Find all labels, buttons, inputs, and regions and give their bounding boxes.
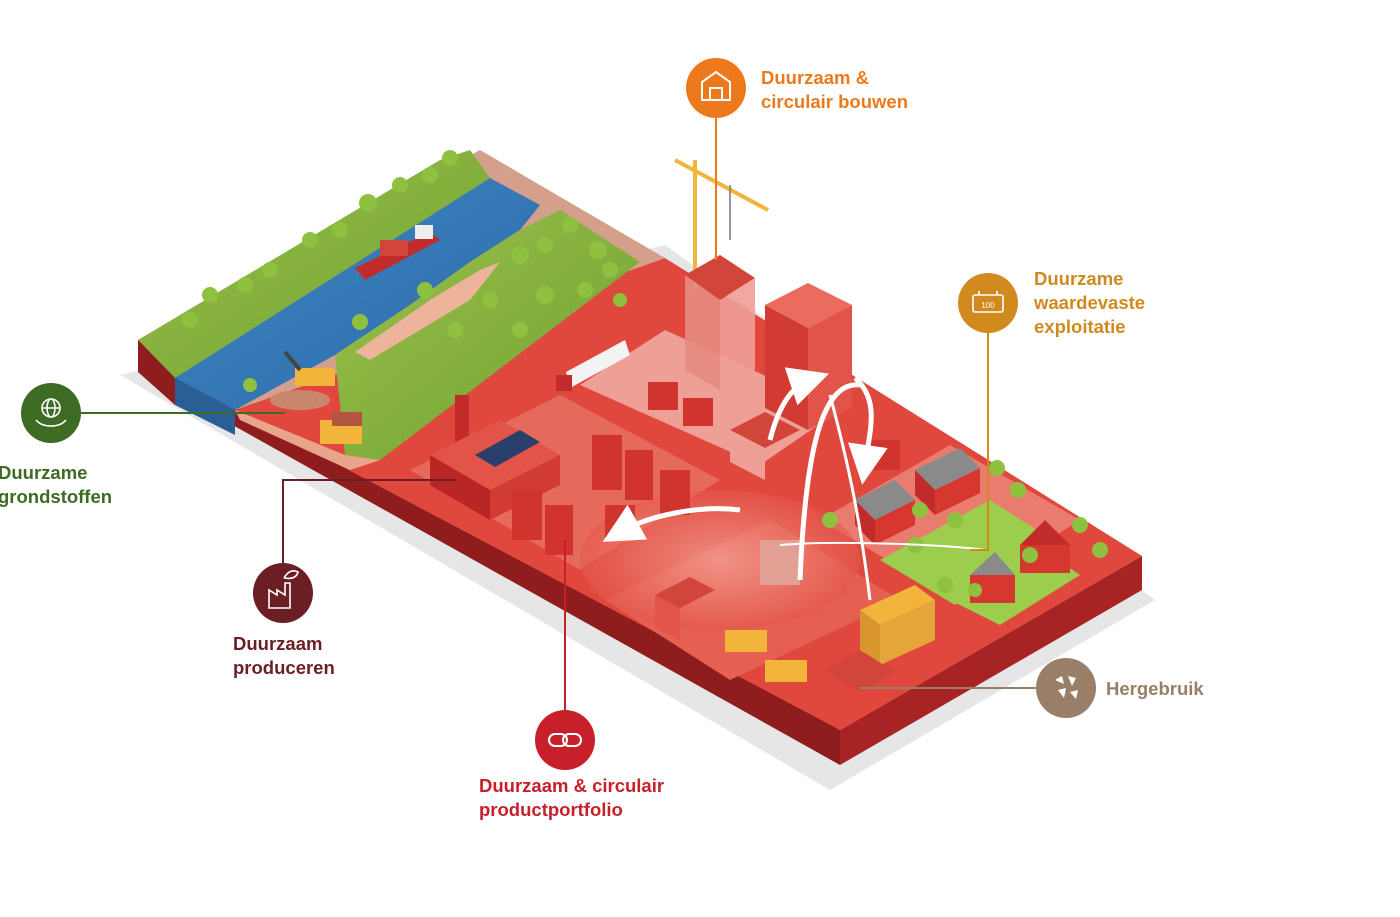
icon-produceren (253, 563, 313, 623)
trees (182, 150, 627, 392)
dump-truck (320, 412, 362, 444)
label-line: Duurzame (0, 462, 88, 483)
icon-exploitatie: 100 (958, 273, 1018, 333)
small-house-construction (730, 412, 800, 480)
label-line: Duurzame (1034, 268, 1124, 289)
construction-building (685, 255, 755, 390)
circular-chain-icon (548, 733, 582, 747)
label-bouwen: Duurzaam & circulair bouwen (761, 66, 908, 114)
factory (430, 395, 560, 520)
icon-grondstoffen (21, 383, 81, 443)
label-line: waardevaste (1034, 292, 1146, 313)
landscape-river-area (138, 150, 640, 470)
icon-hergebruik (1036, 658, 1096, 718)
label-line: Hergebruik (1106, 678, 1204, 699)
demolition-zone (655, 540, 935, 692)
rubble-icon (1055, 676, 1078, 699)
label-line: Duurzaam & (761, 67, 869, 88)
house-trees (822, 460, 1108, 597)
cargo-ship (355, 225, 440, 280)
label-line: exploitatie (1034, 316, 1126, 337)
label-connectors (80, 118, 1036, 710)
label-line: productportfolio (479, 799, 623, 820)
label-portfolio: Duurzaam & circulair productportfolio (479, 774, 664, 822)
globe-hands-icon (35, 398, 67, 427)
river (175, 178, 540, 410)
delivery-truck (556, 340, 630, 391)
label-line: circulair bouwen (761, 91, 909, 112)
label-line: grondstoffen (0, 486, 113, 507)
svg-text:100: 100 (981, 301, 995, 310)
label-produceren: Duurzaam produceren (233, 632, 335, 680)
icon-portfolio (535, 710, 595, 770)
apartment-building (765, 283, 852, 430)
house-outline-icon (701, 70, 731, 101)
factory-leaf-icon (268, 570, 299, 609)
label-line: Duurzaam & circulair (479, 775, 665, 796)
label-hergebruik: Hergebruik (1106, 677, 1204, 701)
icon-bouwen (686, 58, 746, 118)
label-exploitatie: Duurzame waardevaste exploitatie (1034, 267, 1145, 339)
circular-flow-arrows (602, 367, 986, 601)
label-grondstoffen: Duurzame grondstoffen (0, 461, 112, 509)
label-line: produceren (233, 657, 335, 678)
tower-crane (674, 158, 769, 290)
houses (855, 448, 1070, 603)
label-line: Duurzaam (233, 633, 323, 654)
excavator-left (270, 350, 335, 410)
battery-100-icon (972, 291, 1004, 313)
